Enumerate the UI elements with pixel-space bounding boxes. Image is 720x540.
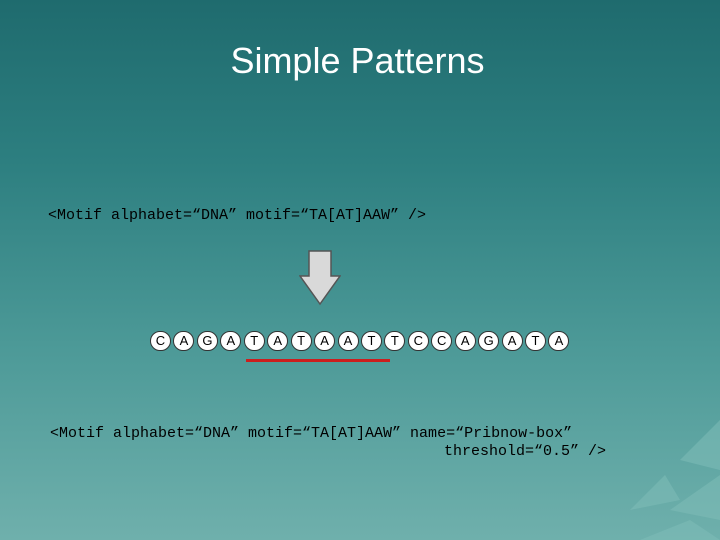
nucleotide-cell: G — [197, 331, 218, 351]
nucleotide-cell: A — [455, 331, 476, 351]
nucleotide-cell: T — [244, 331, 265, 351]
nucleotide-cell: A — [267, 331, 288, 351]
nucleotide-cell: A — [314, 331, 335, 351]
nucleotide-cell: A — [338, 331, 359, 351]
motif-code-line-named: <Motif alphabet=“DNA” motif=“TA[AT]AAW” … — [50, 425, 572, 442]
nucleotide-cell: A — [173, 331, 194, 351]
nucleotide-cell: T — [384, 331, 405, 351]
nucleotide-cell: A — [220, 331, 241, 351]
nucleotide-cell: C — [408, 331, 429, 351]
motif-code-threshold: threshold=“0.5” /> — [50, 443, 606, 461]
nucleotide-cell: A — [548, 331, 569, 351]
motif-code-block: <Motif alphabet=“DNA” motif=“TA[AT]AAW” … — [50, 425, 606, 461]
nucleotide-cell: C — [431, 331, 452, 351]
nucleotide-cell: A — [502, 331, 523, 351]
motif-match-underline — [246, 359, 390, 362]
motif-code-line: <Motif alphabet=“DNA” motif=“TA[AT]AAW” … — [48, 207, 426, 224]
nucleotide-cell: T — [525, 331, 546, 351]
nucleotide-cell: T — [361, 331, 382, 351]
nucleotide-cell: T — [291, 331, 312, 351]
nucleotide-cell: C — [150, 331, 171, 351]
nucleotide-cell: G — [478, 331, 499, 351]
down-arrow-icon — [299, 250, 341, 306]
slide-title: Simple Patterns — [0, 40, 715, 82]
